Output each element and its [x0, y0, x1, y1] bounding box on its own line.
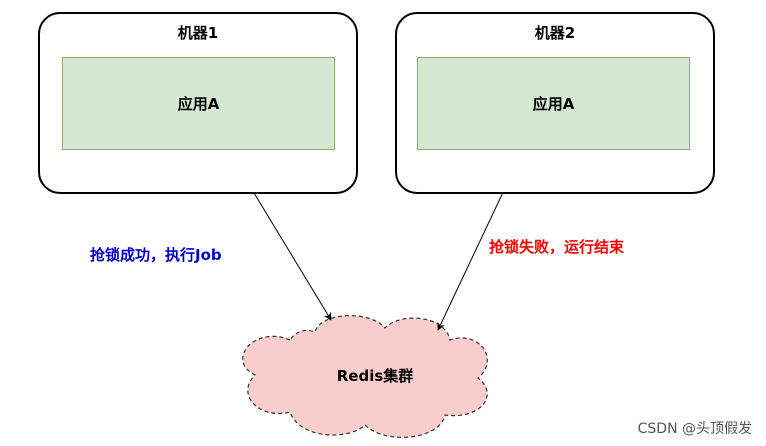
redis-cluster-cloud — [242, 315, 488, 438]
machine-2-app-label: 应用A — [532, 95, 575, 113]
machine-1-app-label: 应用A — [177, 95, 220, 113]
machine-2-app-box: 应用A — [417, 57, 690, 150]
machine-2-title: 机器2 — [534, 24, 576, 42]
machine-1-title: 机器1 — [177, 24, 219, 42]
watermark: CSDN @头顶假发 — [637, 421, 752, 437]
machine-1-app-box: 应用A — [62, 57, 335, 150]
redis-cluster-label: Redis集群 — [336, 367, 414, 385]
edge-1-label: 抢锁成功，执行Job — [90, 246, 222, 264]
edge-2-label: 抢锁失败，运行结束 — [489, 238, 625, 256]
